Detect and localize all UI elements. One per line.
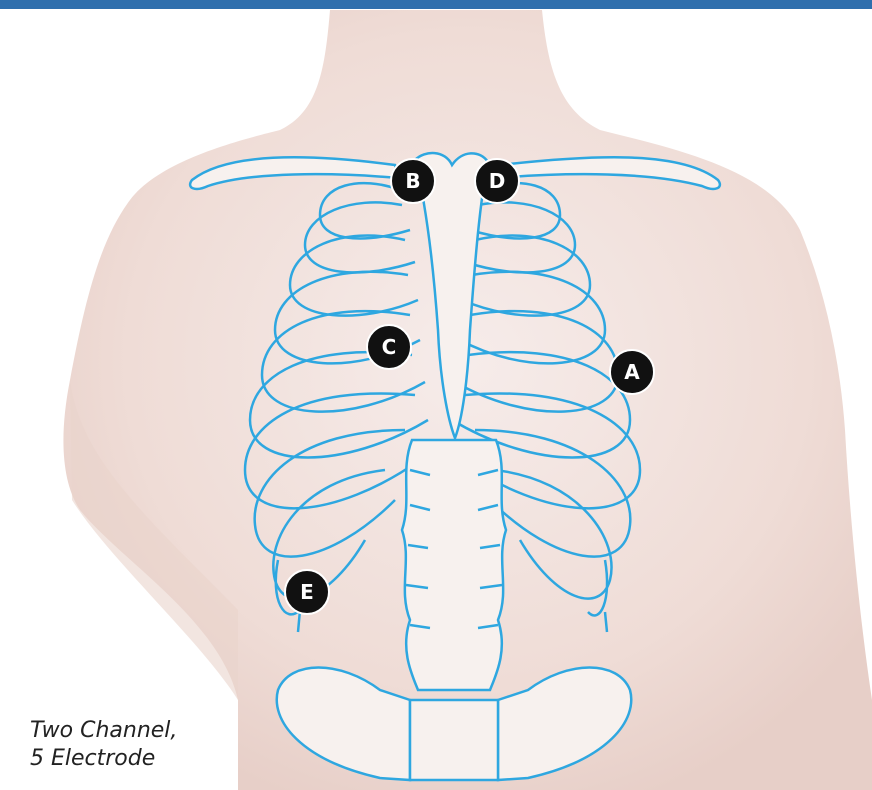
electrode-e: E (285, 570, 329, 614)
spine (402, 440, 506, 690)
electrode-b: B (391, 159, 435, 203)
electrode-d: D (475, 159, 519, 203)
caption-line-1: Two Channel, (30, 717, 177, 745)
electrode-e-label: E (300, 580, 314, 604)
electrode-a-label: A (624, 360, 640, 384)
electrode-b-label: B (405, 169, 420, 193)
electrode-d-label: D (489, 169, 506, 193)
caption-line-2: 5 Electrode (30, 745, 177, 773)
electrode-c: C (367, 325, 411, 369)
electrode-a: A (610, 350, 654, 394)
diagram-caption: Two Channel, 5 Electrode (30, 717, 177, 773)
electrode-c-label: C (382, 335, 397, 359)
